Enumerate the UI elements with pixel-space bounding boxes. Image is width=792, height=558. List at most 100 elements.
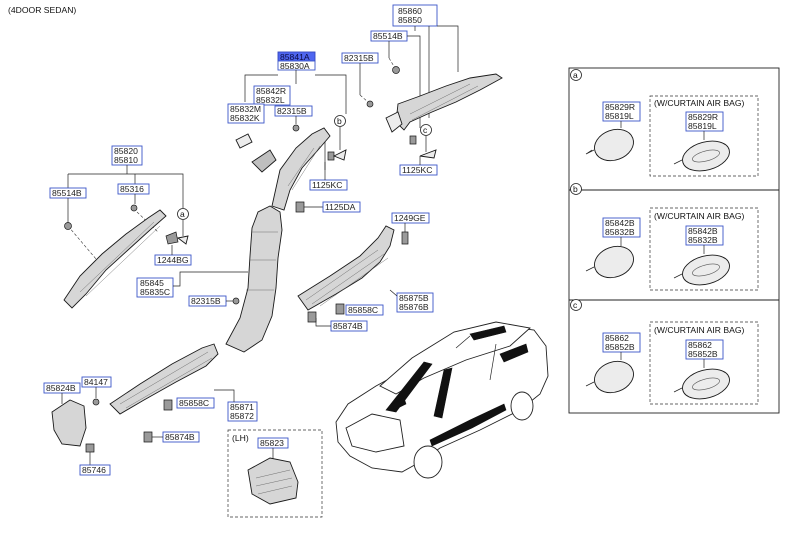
screw-82315b-low [232, 297, 240, 305]
part-number-85852b-std: 85852B [605, 342, 635, 352]
car-illustration [335, 321, 549, 479]
callout-a[interactable] [177, 208, 189, 220]
part-label-85829r-air[interactable] [685, 111, 724, 132]
airbag-label-b: (W/CURTAIN AIR BAG) [654, 211, 745, 221]
screw-82315b-mid [292, 124, 300, 132]
detail-callout-b-letter: b [573, 184, 578, 194]
detail-panel-frame [568, 67, 780, 414]
part-number-85862-air: 85862 [688, 340, 712, 350]
clip-85874b-left [143, 431, 153, 443]
part-number-85832l: 85832L [256, 95, 285, 105]
screw-1249ge [401, 231, 409, 245]
part-number-85874b-left: 85874B [165, 432, 195, 442]
callout-b[interactable] [334, 115, 346, 127]
bracket-small-a [176, 235, 189, 245]
part-number-85876b: 85876B [399, 302, 429, 312]
group-lh-detail: (LH) 85823 [227, 429, 323, 518]
part-label-85862-air[interactable] [685, 339, 724, 360]
part-number-85514b-top: 85514B [373, 31, 403, 41]
part-label-1249ge[interactable] [391, 212, 430, 224]
group-front-scuff: 85858C 85871 85872 85874B 85824B 84147 8… [43, 343, 258, 476]
part-label-85871[interactable] [227, 401, 258, 422]
bracket-1244bg [165, 231, 179, 245]
part-label-1125kc-right[interactable] [399, 164, 438, 176]
pillar-cover-left [251, 149, 277, 173]
center-pillar-lower-trim [225, 205, 283, 353]
part-label-84147[interactable] [81, 376, 112, 388]
front-scuff-trim [109, 343, 219, 415]
clip-85316 [130, 204, 138, 212]
part-label-85829r-std[interactable] [602, 101, 641, 122]
part-number-85824b: 85824B [46, 383, 76, 393]
group-rear-scuff: 1249GE 85875B 85876B 85858C 85874B [297, 212, 434, 332]
screw-82315b [366, 100, 374, 108]
part-number-85820: 85820 [114, 146, 138, 156]
part-label-1125kc-left[interactable] [309, 179, 348, 191]
part-number-85819l-air: 85819L [688, 121, 717, 131]
part-number-85832b-std: 85832B [605, 227, 635, 237]
part-number-85835c: 85835C [140, 287, 170, 297]
part-label-85842b-air[interactable] [685, 225, 724, 246]
part-label-85746[interactable] [79, 464, 111, 476]
part-label-85842r[interactable] [253, 85, 291, 106]
part-number-85823: 85823 [260, 438, 284, 448]
group-center-pillar-lower: 85845 85835C 82315B 1125DA [136, 201, 361, 353]
callout-c-top-letter: c [423, 125, 428, 135]
trim-cap-c-std [594, 360, 634, 394]
part-number-85842r: 85842R [256, 86, 286, 96]
part-number-85832m: 85832M [230, 104, 261, 114]
clip-rear [409, 135, 417, 145]
part-number-85875b: 85875B [399, 293, 429, 303]
part-label-85845[interactable] [136, 277, 174, 298]
part-label-1125da[interactable] [322, 201, 361, 213]
clip-85514b [392, 66, 400, 74]
part-number-85860: 85860 [398, 6, 422, 16]
car-cowl-black [391, 397, 407, 411]
part-number-82315b-mid: 82315B [277, 106, 307, 116]
bolt-1125da [295, 201, 305, 213]
airbag-emblem-b [692, 263, 720, 277]
trim-cap-a-std [594, 128, 634, 162]
cowl-side-trim [51, 399, 87, 447]
detail-panel-c: c 85862 85852B (W/CURTAIN AIR BAG) 85862… [570, 299, 759, 405]
part-number-1244bg: 1244BG [157, 255, 189, 265]
part-label-85862-std[interactable] [602, 332, 641, 353]
part-number-85871: 85871 [230, 402, 254, 412]
part-number-85845: 85845 [140, 278, 164, 288]
group-rear-pillar: 85860 85850 85514B 82315B c 1125KC [341, 4, 503, 176]
trim-cap-b-std [594, 245, 634, 279]
callout-c-top[interactable] [420, 124, 432, 136]
airbag-emblem-c [692, 377, 720, 391]
part-label-85858c-right[interactable] [345, 304, 384, 316]
pillar-cap [235, 133, 253, 149]
airbag-label-c: (W/CURTAIN AIR BAG) [654, 325, 745, 335]
rear-pillar-end [385, 111, 403, 133]
part-label-85875b[interactable] [396, 292, 434, 313]
part-number-85832b-air: 85832B [688, 235, 718, 245]
callout-a-letter: a [180, 209, 185, 219]
detail-callout-a [570, 69, 582, 81]
part-number-85852b-air: 85852B [688, 349, 718, 359]
part-label-1244bg[interactable] [154, 254, 192, 266]
part-number-85810: 85810 [114, 155, 138, 165]
lh-detail-frame [227, 429, 323, 518]
part-number-85830a: 85830A [280, 61, 310, 71]
clip-85858c-right [335, 303, 345, 315]
part-label-82315b-mid[interactable] [274, 105, 313, 117]
clip-85858c-left [163, 399, 173, 411]
trim-cap-c-airbag [682, 368, 730, 400]
part-label-85858c-left[interactable] [176, 397, 215, 409]
part-number-85842b-std: 85842B [605, 218, 635, 228]
part-number-85316: 85316 [120, 184, 144, 194]
part-label-85316[interactable] [117, 183, 150, 195]
part-label-85832m[interactable] [227, 103, 265, 124]
part-number-85842b-air: 85842B [688, 226, 718, 236]
car-front [345, 413, 405, 453]
part-number-85850: 85850 [398, 15, 422, 25]
part-label-85830a[interactable] [277, 60, 316, 71]
clip-84147 [92, 398, 100, 406]
center-pillar-upper-trim [271, 127, 331, 211]
part-number-85872: 85872 [230, 411, 254, 421]
part-label-85842b-std[interactable] [602, 217, 641, 238]
part-number-85858c-right: 85858C [348, 305, 378, 315]
